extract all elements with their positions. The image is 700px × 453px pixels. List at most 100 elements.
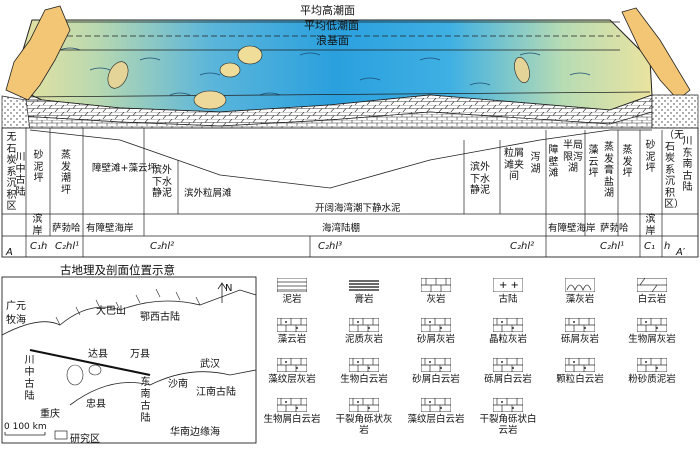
legend-label: 灰岩 <box>426 294 446 305</box>
legend-swatch <box>637 278 667 292</box>
point-a-label: A <box>6 247 13 258</box>
legend-swatch <box>493 398 523 412</box>
legend-paleoland: + + +古陆 <box>478 278 538 333</box>
facies-sand-mud-flat-left: 砂泥坪 <box>33 150 44 184</box>
map-dongnan: 东南古陆 <box>140 377 151 424</box>
map-canvas <box>1 276 257 444</box>
legend-swatch <box>421 358 451 372</box>
shoal-left <box>107 61 129 89</box>
coastline-south <box>69 369 257 406</box>
legend-label: 干裂角砾状白云岩 <box>479 414 537 436</box>
zone-bay-shelf: 海湾陆棚 <box>322 223 361 234</box>
legend-grain_dolomite: 颗粒白云岩 <box>550 358 610 413</box>
map-zhongxian: 忠县 <box>86 399 106 410</box>
map-scale-label: 0 100 km <box>4 422 47 432</box>
legend-breccia_limestone: 干裂角砾状灰岩 <box>334 398 394 453</box>
legend-swatch <box>349 358 379 372</box>
map-muhai: 牧海 <box>6 315 26 326</box>
legend-swatch <box>349 318 379 332</box>
map-exi: 鄂西古陆 <box>140 312 180 323</box>
facies-evaporite-flat-left: 蒸发潮坪 <box>61 150 71 196</box>
formation-c2hl1-left: C₂hl¹ <box>55 241 80 252</box>
legend-algal_dolomite: 藻云岩 <box>262 318 322 373</box>
legend-swatch <box>637 358 667 372</box>
formation-c2hl3: C₂hl³ <box>318 241 343 252</box>
legend-label: 砂屑白云岩 <box>412 374 460 385</box>
legend-swatch <box>493 318 523 332</box>
legend-breccia_dolomite: 干裂角砾状白云岩 <box>478 398 538 453</box>
svg-text:+ + +: + + + <box>499 280 523 291</box>
north-arrow <box>217 282 227 303</box>
legend-dolomite: 白云岩 <box>622 278 682 333</box>
lake-2 <box>88 364 102 376</box>
wave-base-label: 浪基面 <box>316 34 349 47</box>
scale-bar <box>4 432 46 436</box>
facies-algal-flat-right: 藻云坪 <box>588 145 599 179</box>
map-study-area: 研究区 <box>70 434 100 445</box>
shoal-left-2 <box>193 90 227 110</box>
mean-high-tide-label: 平均高潮面 <box>300 4 355 17</box>
facies-grain-shoal: 粒屑滩夹间 <box>504 148 524 182</box>
formation-c2hl2-right: C₂hl² <box>510 241 535 252</box>
map-jiangnan: 江南古陆 <box>196 387 236 398</box>
map-title: 古地理及剖面位置示意 <box>60 263 175 277</box>
legend-label: 干裂角砾状灰岩 <box>335 414 393 436</box>
shoal-right <box>514 57 530 83</box>
zone-barrier-coast-left: 有障壁海岸 <box>86 223 134 234</box>
legend-algal_limestone: 藻灰岩 <box>550 278 610 333</box>
map-dazhou: 达县 <box>88 349 108 360</box>
legend-swatch <box>637 318 667 332</box>
facies-salt-lake: 蒸发膏盐湖 <box>604 142 614 199</box>
legend-swatch <box>421 398 451 412</box>
legend-swatch <box>349 278 379 292</box>
legend-swatch <box>277 358 307 372</box>
facies-semi-restricted-lagoon: 半局限泻湖 <box>563 140 583 174</box>
facies-lagoon: 泻湖 <box>530 152 541 175</box>
formation-c2hl2-left: C₂hl² <box>150 241 175 252</box>
zone-barrier-coast-right: 有障壁海岸 <box>548 223 596 234</box>
left-edge-block <box>1 95 31 131</box>
face-top-profile <box>29 129 652 189</box>
facies-sand-mud-flat-right: 砂泥坪 <box>645 140 656 174</box>
zone-coast-right: 滨岸 <box>645 214 656 237</box>
facies-right-edge: （无石炭系沉积区） <box>664 130 684 210</box>
legend-label: 藻纹层白云岩 <box>407 414 465 425</box>
legend-swatch <box>565 358 595 372</box>
shoal-mid <box>237 45 263 65</box>
legend-label: 砾屑灰岩 <box>560 334 599 345</box>
left-paleoland-ridge <box>5 5 71 101</box>
hatch-north <box>55 288 201 326</box>
legend-bio_limestone: 生物屑灰岩 <box>622 318 682 373</box>
legend-label: 藻云岩 <box>277 334 307 345</box>
zone-coast-left: 滨岸 <box>32 214 43 237</box>
facies-subtidal-quiet-left: 滨外下水静泥 <box>152 165 172 199</box>
legend-gypsum: 膏岩 <box>334 278 394 333</box>
study-area-marker <box>54 430 68 440</box>
section-face <box>1 127 699 258</box>
legend-label: 泥岩 <box>282 294 302 305</box>
legend-swatch: + + + <box>493 278 523 292</box>
facies-evaporite-flat-right: 蒸发坪 <box>622 145 633 179</box>
section-line-a <box>29 349 151 376</box>
legend-swatch <box>277 318 307 332</box>
zone-sabkha-left: 萨勃哈 <box>52 223 81 234</box>
facies-right-paleoland: 川东南古陆 <box>682 136 693 193</box>
legend-swatch <box>493 358 523 372</box>
legend-label: 颗粒白云岩 <box>556 374 604 385</box>
legend-algal_lam_dolomite: 藻纹层白云岩 <box>406 398 466 453</box>
legend-label: 生物白云岩 <box>340 374 388 385</box>
zone-sabkha-right: 萨勃哈 <box>600 223 629 234</box>
legend-swatch <box>421 278 451 292</box>
legend-swatch <box>277 398 307 412</box>
map-north: N <box>225 283 233 294</box>
legend-label: 生物屑白云岩 <box>263 414 321 425</box>
block-diagram <box>1 5 699 258</box>
legend-swatch <box>421 318 451 332</box>
map-guangyuan: 广元 <box>6 301 26 312</box>
map-chongqing: 重庆 <box>40 409 60 420</box>
paleogeography-map: 广元 牧海 大巴山 鄂西古陆 N 达县 万县 武汉 川中古陆 重庆 忠县 沙南 … <box>0 275 258 445</box>
legend-swatch <box>277 278 307 292</box>
legend-mudstone: 泥岩 <box>262 278 322 333</box>
mean-low-tide-label: 平均低潮面 <box>304 19 359 32</box>
